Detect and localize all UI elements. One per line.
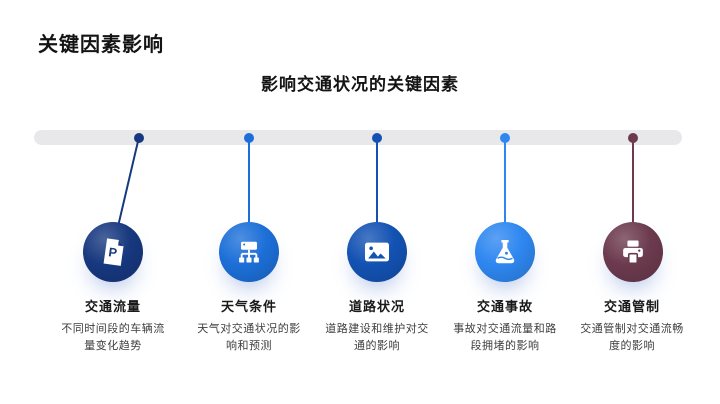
accidents-circle — [475, 222, 535, 282]
document-p-icon: P — [103, 238, 124, 266]
road-conditions-circle — [347, 222, 407, 282]
item-title: 天气条件 — [220, 299, 277, 314]
item-title: 道路状况 — [348, 299, 405, 314]
item-description: 不同时间段的车辆流量变化趋势 — [61, 323, 165, 352]
timeline-bar — [34, 130, 682, 145]
connector-line — [375, 137, 379, 252]
connector-line — [247, 137, 251, 252]
item-title: 交通管制 — [603, 299, 660, 314]
item-title: 交通流量 — [84, 299, 141, 314]
item-description: 交通管制对交通流畅度的影响 — [580, 323, 684, 352]
svg-text:P: P — [108, 245, 119, 260]
item-description: 天气对交通状况的影响和预测 — [197, 323, 301, 352]
slide-subtitle: 影响交通状况的关键因素 — [261, 75, 459, 94]
printer-icon — [623, 240, 643, 265]
timeline-item-weather: 天气条件 天气对交通状况的影响和预测 — [184, 296, 314, 354]
connector-line — [631, 137, 635, 252]
timeline-item-road-conditions: 道路状况 道路建设和维护对交通的影响 — [312, 296, 442, 354]
page-title: 关键因素影响 — [38, 34, 164, 56]
weather-circle — [219, 222, 279, 282]
flask-icon — [495, 240, 515, 264]
image-icon — [365, 242, 389, 262]
timeline-item-traffic-control: 交通管制 交通管制对交通流畅度的影响 — [567, 296, 697, 354]
item-title: 交通事故 — [476, 299, 533, 314]
traffic-control-circle — [603, 222, 663, 282]
timeline-item-accidents: 交通事故 事故对交通流量和路段拥堵的影响 — [440, 296, 570, 354]
sitemap-icon — [239, 241, 259, 263]
item-description: 事故对交通流量和路段拥堵的影响 — [453, 323, 557, 352]
timeline-item-traffic-flow: 交通流量 不同时间段的车辆流量变化趋势 — [48, 296, 178, 354]
traffic-flow-circle: P — [83, 222, 143, 282]
item-description: 道路建设和维护对交通的影响 — [325, 323, 429, 352]
connector-line — [503, 137, 507, 252]
